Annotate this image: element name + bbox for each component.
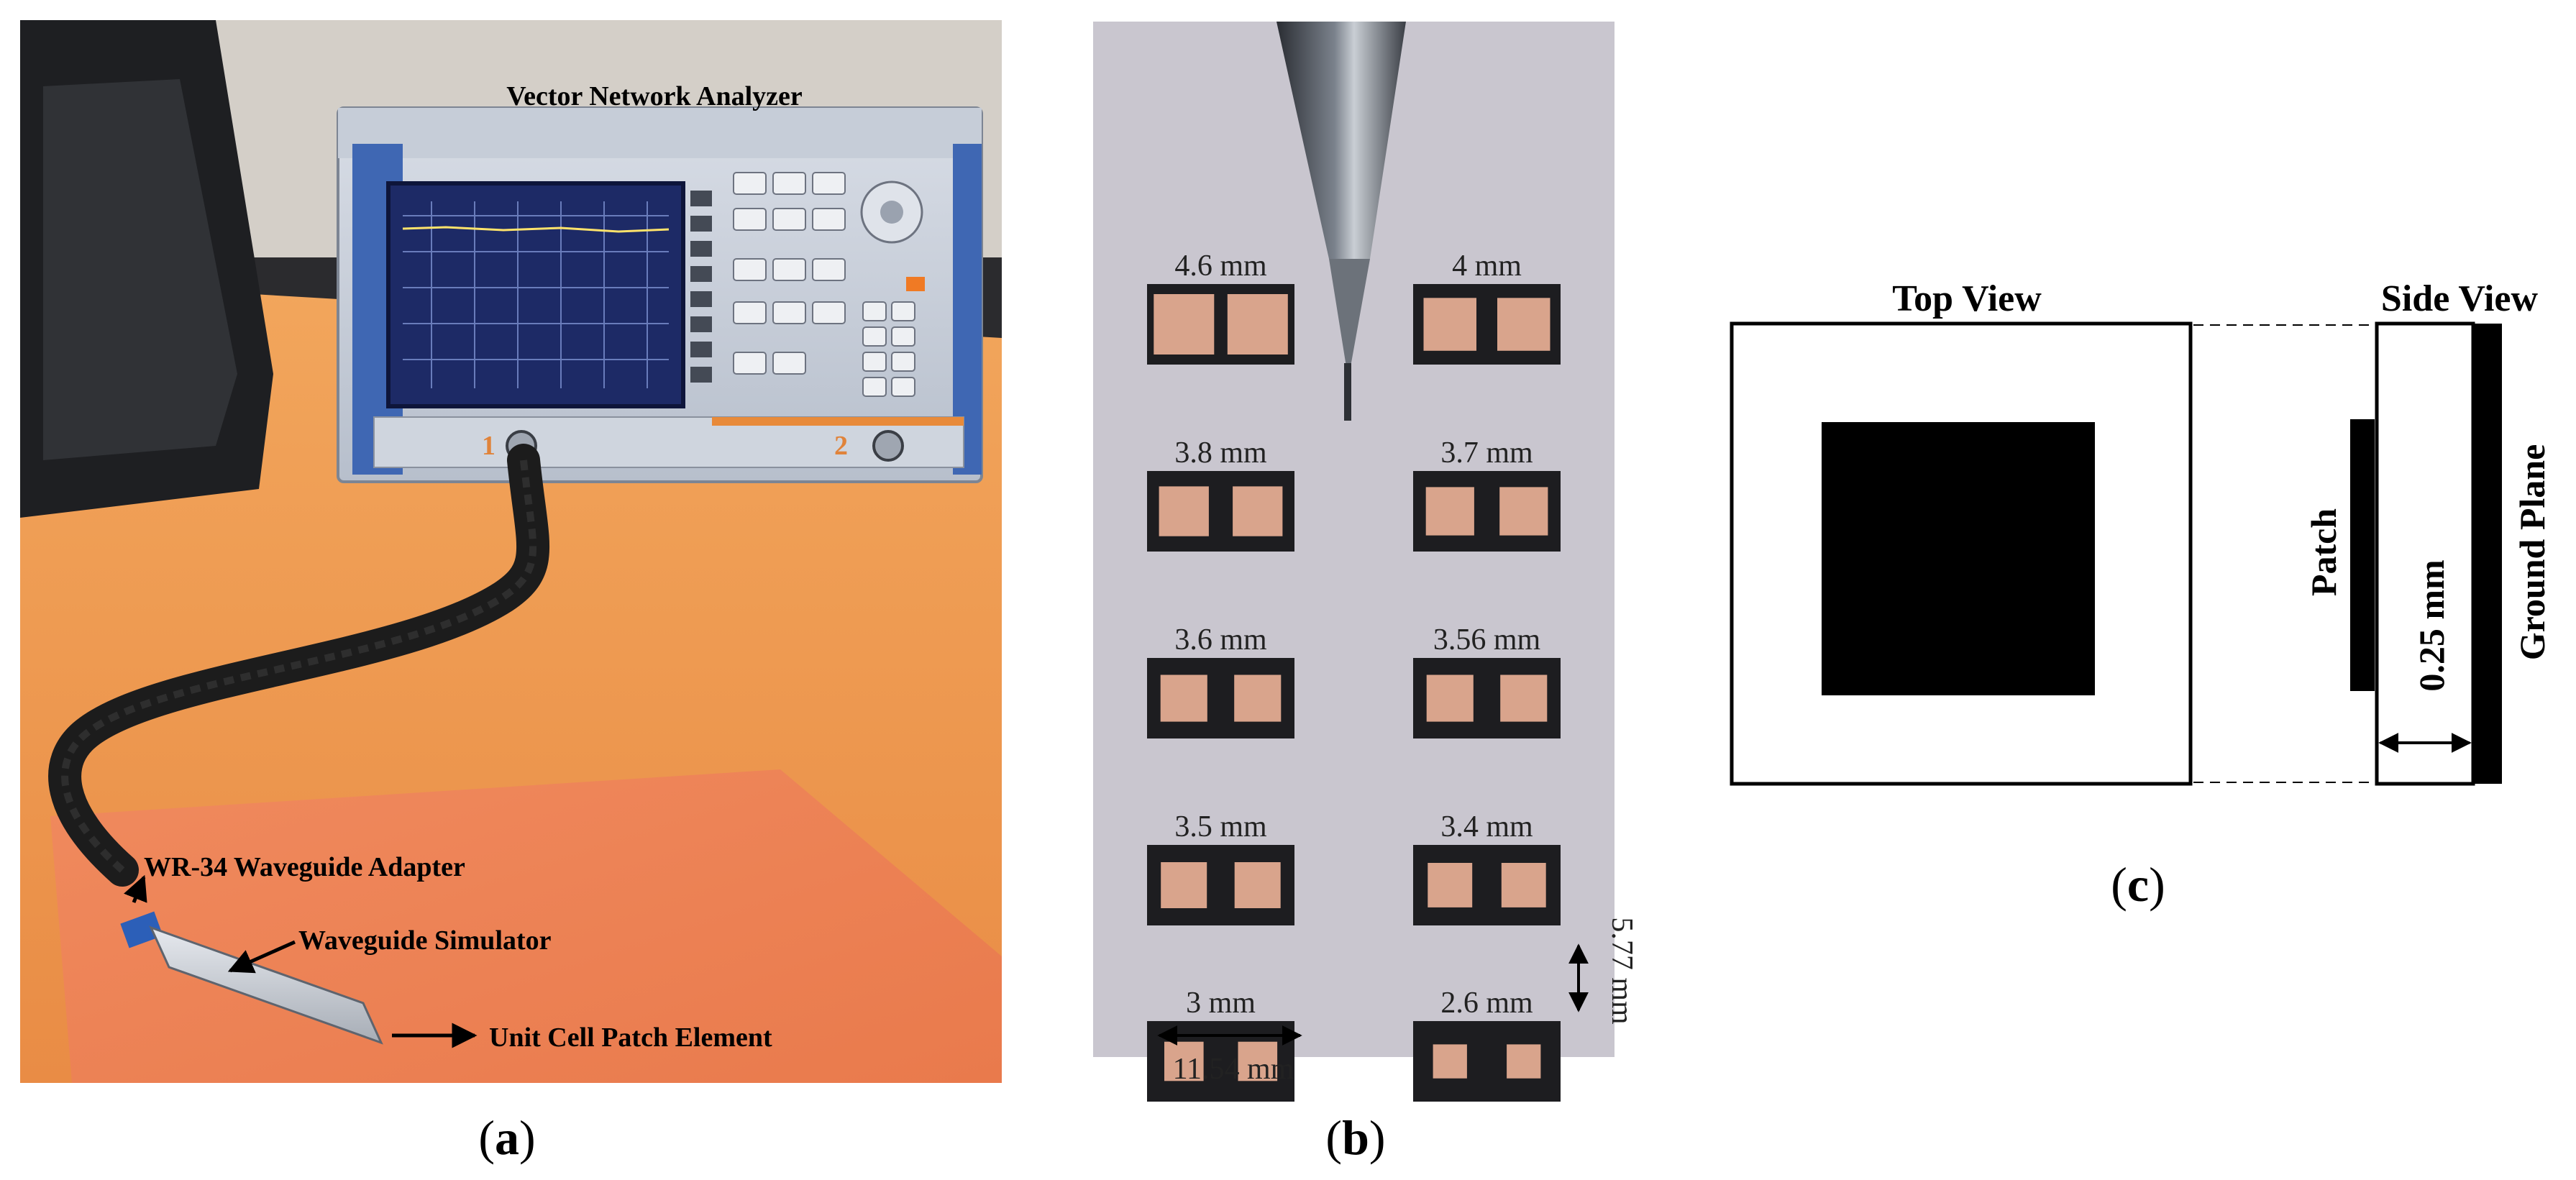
simulator-arrow	[227, 940, 296, 974]
vna-keypad	[733, 172, 915, 397]
side-view-ground-plane	[2473, 324, 2502, 784]
copper-patch	[1161, 862, 1207, 908]
copper-patch	[1227, 294, 1288, 355]
vna-port-1-number: 1	[482, 431, 495, 461]
pencil-body	[1276, 22, 1406, 259]
copper-patch	[1426, 674, 1474, 722]
sample-size-label: 3.56 mm	[1433, 623, 1541, 657]
top-view-title: Top View	[1892, 278, 2042, 319]
sample-card: 3.56 mm	[1413, 623, 1561, 738]
panel-b: 4.6 mm 4 mm 3.8 mm 3.7 mm 3.6 mm 3.56 mm 3.5 m…	[1093, 22, 1638, 1165]
sample-size-label: 4.6 mm	[1174, 250, 1267, 283]
copper-patch	[1234, 862, 1281, 908]
width-dimension: 11.54 mm	[1157, 1025, 1302, 1086]
vna-screen	[386, 181, 685, 408]
copper-patch	[1428, 863, 1473, 907]
height-dimension: 5.77 mm	[1568, 917, 1638, 1025]
copper-patch	[1159, 486, 1209, 536]
thickness-label: 0.25 mm	[2411, 559, 2452, 691]
vna-port-2-connector	[872, 430, 904, 462]
copper-patch	[1238, 1041, 1278, 1081]
side-view-substrate	[2375, 321, 2475, 786]
copper-patch	[1160, 674, 1207, 722]
sample-size-label: 3.5 mm	[1174, 810, 1267, 843]
sample-size-label: 3.6 mm	[1174, 623, 1267, 657]
simulator-label: Waveguide Simulator	[298, 925, 552, 956]
height-dimension-label: 5.77 mm	[1605, 917, 1638, 1025]
width-dimension-label: 11.54 mm	[1173, 1053, 1294, 1086]
pencil-lead	[1344, 363, 1351, 421]
samples-grid: 4.6 mm 4 mm 3.8 mm 3.7 mm 3.6 mm 3.56 mm 3.5 m…	[1147, 250, 1561, 1102]
vector-network-analyzer: 1 2	[337, 106, 983, 483]
copper-patch	[1233, 486, 1283, 536]
copper-patch	[1164, 1041, 1204, 1081]
copper-patch	[1154, 294, 1215, 355]
cable-braid	[61, 459, 536, 873]
sample-card: 3.6 mm	[1147, 623, 1294, 738]
vna-top-handle	[338, 108, 982, 158]
sample-size-label: 2.6 mm	[1440, 987, 1533, 1020]
vna-orange-key	[906, 277, 925, 291]
sample-size-label: 4 mm	[1452, 250, 1522, 283]
svg-text:(b): (b)	[1325, 1110, 1385, 1165]
sample-size-label: 3.7 mm	[1440, 436, 1533, 470]
setup-photo: 1 2 Vector Network Analyzer WR-34 Wavegu…	[20, 20, 1002, 1083]
copper-patch	[1497, 298, 1550, 351]
vna-port-stripe	[712, 417, 964, 426]
patch-label: Patch	[2303, 508, 2344, 596]
svg-text:(a): (a)	[478, 1110, 535, 1165]
copper-patch	[1433, 1044, 1467, 1079]
vna-trace	[402, 226, 670, 233]
sample-card: 3.7 mm	[1413, 436, 1561, 552]
vna-port-2-number: 2	[834, 431, 848, 461]
waveguide-adapter	[120, 911, 163, 948]
sample-card: 3.8 mm	[1147, 436, 1294, 552]
side-view-title: Side View	[2381, 278, 2539, 319]
sample-size-label: 3.4 mm	[1440, 810, 1533, 843]
svg-text:(c): (c)	[2111, 857, 2165, 912]
vna-softkeys	[690, 191, 712, 383]
copper-patch	[1425, 487, 1474, 536]
pencil	[1276, 22, 1406, 421]
panel-c: Top View Side View Patch 0.25 mm Ground …	[1730, 278, 2552, 912]
copper-patch	[1500, 674, 1548, 722]
panel-a-label: (a)	[478, 1110, 535, 1165]
vna-label: Vector Network Analyzer	[506, 81, 803, 111]
left-equipment-face	[43, 79, 237, 460]
panel-c-label: (c)	[2111, 857, 2165, 912]
ground-plane-label: Ground Plane	[2512, 444, 2552, 661]
waveguide-simulator	[149, 925, 383, 1045]
copper-patch	[1507, 1044, 1541, 1079]
copper-patch	[1501, 863, 1546, 907]
sample-card: 4 mm	[1413, 250, 1561, 365]
sample-card: 4.6 mm	[1147, 250, 1294, 365]
sample-card: 2.6 mm	[1413, 987, 1561, 1102]
adapter-label: WR-34 Waveguide Adapter	[144, 852, 465, 882]
side-view-patch	[2350, 419, 2375, 691]
panel-a: 1 2 Vector Network Analyzer WR-34 Wavegu…	[20, 20, 1002, 1165]
adapter-arrow	[124, 874, 147, 903]
copper-patch	[1234, 674, 1282, 722]
sample-card: 3.5 mm	[1147, 810, 1294, 925]
panel-b-label: (b)	[1325, 1110, 1385, 1165]
sample-size-label: 3.8 mm	[1174, 436, 1267, 470]
pencil-tip	[1329, 259, 1370, 367]
vna-screen-grid	[403, 201, 669, 388]
copper-patch	[1423, 298, 1476, 351]
vna-knob-center	[880, 201, 903, 224]
sample-size-label: 3 mm	[1186, 987, 1256, 1020]
copper-patch	[1499, 487, 1548, 536]
sample-card: 3.4 mm	[1413, 810, 1561, 925]
top-view-patch	[1822, 422, 2095, 695]
patch-element-label: Unit Cell Patch Element	[489, 1023, 772, 1053]
